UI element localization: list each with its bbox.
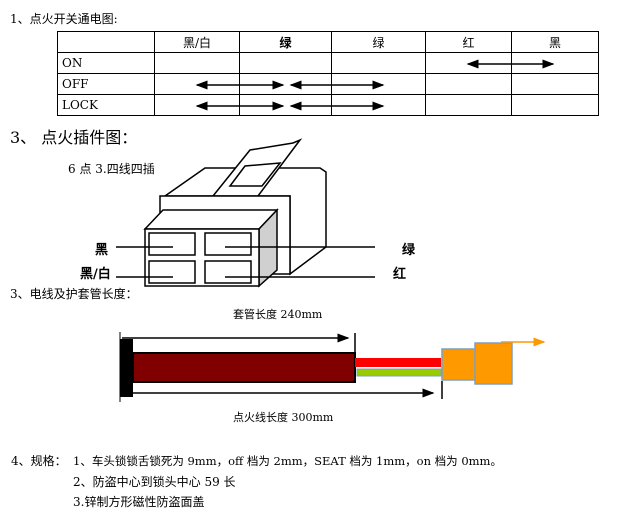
sleeve <box>132 352 356 383</box>
table-row: LOCK <box>57 94 599 116</box>
section2-title: 3、 点火插件图： <box>10 128 138 147</box>
green-wire <box>356 368 442 377</box>
plug-2 <box>474 342 513 385</box>
section1-title: 1、点火开关通电图: <box>10 12 118 26</box>
wire-drawing <box>119 332 546 402</box>
sleeve-length-label: 套管长度 240mm <box>233 308 323 321</box>
header-cell: 红 <box>425 31 512 53</box>
section2-subtitle: 6 点 3.四线四插 <box>68 162 155 176</box>
table-header-row: 黑/白 绿 绿 红 黑 <box>57 31 599 53</box>
wire-length-label: 点火线长度 300mm <box>233 411 334 424</box>
red-wire <box>355 358 441 367</box>
spec-item: 2、防盗中心到锁头中心 59 长 <box>73 475 236 489</box>
row-label: LOCK <box>57 94 155 116</box>
label-green: 绿 <box>402 243 416 258</box>
plug-1 <box>441 348 477 381</box>
spec-item: 3.锌制方形磁性防盗面盖 <box>73 495 205 509</box>
label-black: 黑 <box>95 243 109 258</box>
section3-title: 3、电线及护套管长度： <box>10 287 138 301</box>
connector-drawing <box>116 138 375 288</box>
label-red: 红 <box>393 267 407 282</box>
ignition-switch-table: 黑/白 绿 绿 红 黑 ON OFF LOCK <box>57 31 599 116</box>
label-black-white: 黑/白 <box>80 267 111 282</box>
row-label: OFF <box>57 73 155 95</box>
section4-title: 4、规格： <box>11 454 67 468</box>
spec-item: 1、车头锁锁舌锁死为 9mm，off 档为 2mm，SEAT 档为 1mm，on… <box>73 454 502 468</box>
connection-arrows <box>195 59 555 111</box>
